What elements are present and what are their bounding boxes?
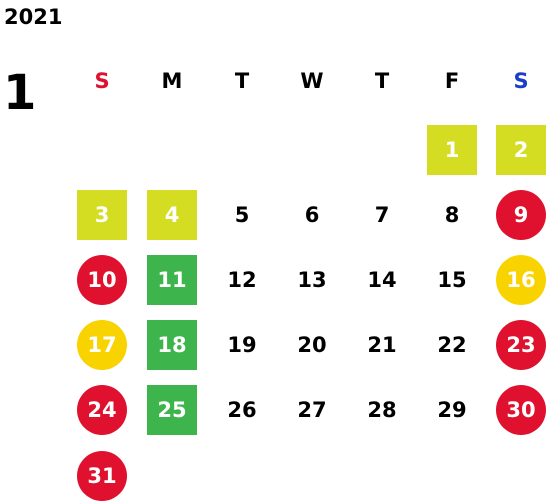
- day-cell[interactable]: 18: [147, 320, 197, 370]
- day-cell[interactable]: 25: [147, 385, 197, 435]
- day-cell[interactable]: 30: [496, 385, 546, 435]
- day-cell[interactable]: 11: [147, 255, 197, 305]
- day-cell[interactable]: 8: [444, 203, 460, 227]
- weekday-mon: M: [161, 69, 183, 93]
- day-cell[interactable]: 19: [227, 333, 257, 357]
- day-cell[interactable]: 3: [77, 190, 127, 240]
- day-cell[interactable]: 20: [297, 333, 327, 357]
- day-cell[interactable]: 26: [227, 398, 257, 422]
- day-cell[interactable]: 15: [437, 268, 467, 292]
- day-cell[interactable]: 1: [427, 125, 477, 175]
- day-cell[interactable]: 27: [297, 398, 327, 422]
- day-cell[interactable]: 5: [234, 203, 250, 227]
- day-cell[interactable]: 4: [147, 190, 197, 240]
- day-cell[interactable]: 16: [496, 255, 546, 305]
- day-cell[interactable]: 22: [437, 333, 467, 357]
- day-cell[interactable]: 23: [496, 320, 546, 370]
- weekday-sun: S: [94, 69, 110, 93]
- weekday-fri: F: [444, 69, 460, 93]
- day-cell[interactable]: 10: [77, 255, 127, 305]
- day-cell[interactable]: 31: [77, 451, 127, 501]
- day-cell[interactable]: 24: [77, 385, 127, 435]
- day-cell[interactable]: 13: [297, 268, 327, 292]
- day-cell[interactable]: 12: [227, 268, 257, 292]
- day-cell[interactable]: 14: [367, 268, 397, 292]
- weekday-sat: S: [513, 69, 529, 93]
- weekday-wed: W: [300, 69, 324, 93]
- day-cell[interactable]: 6: [304, 203, 320, 227]
- day-cell[interactable]: 29: [437, 398, 467, 422]
- day-cell[interactable]: 2: [496, 125, 546, 175]
- day-cell[interactable]: 7: [374, 203, 390, 227]
- day-cell[interactable]: 21: [367, 333, 397, 357]
- day-cell[interactable]: 28: [367, 398, 397, 422]
- weekday-thu: T: [374, 69, 390, 93]
- year-label: 2021: [4, 5, 63, 29]
- day-cell[interactable]: 17: [77, 320, 127, 370]
- weekday-tue: T: [234, 69, 250, 93]
- day-cell[interactable]: 9: [496, 190, 546, 240]
- month-number: 1: [3, 65, 37, 121]
